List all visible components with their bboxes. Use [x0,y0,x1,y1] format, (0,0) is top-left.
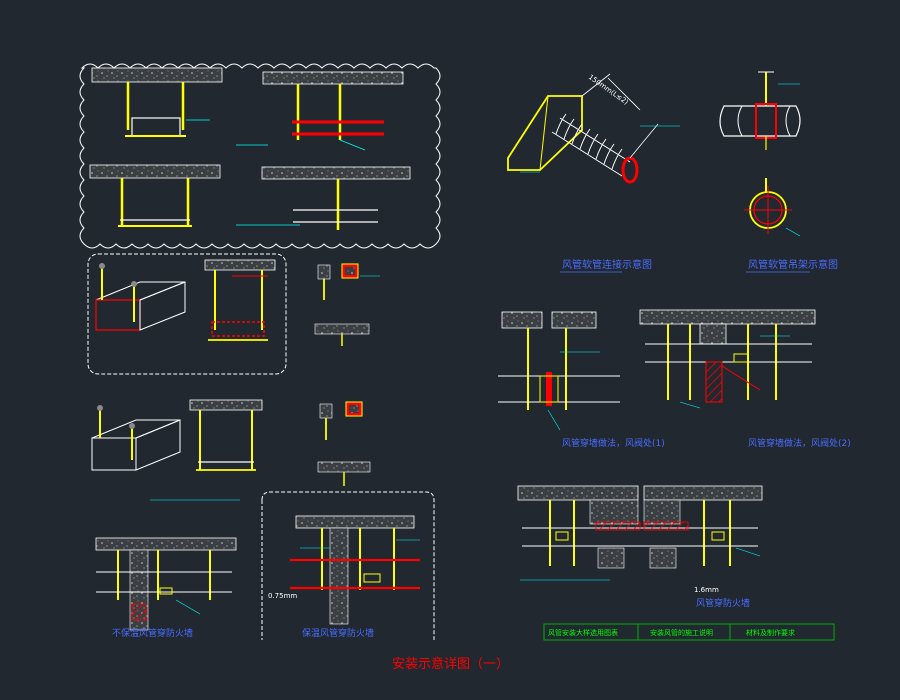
detail-group-isometric-duct-2 [91,399,263,501]
detail-group-ceiling-hangers [79,63,441,249]
sheet-title: 安装示意详图（一） [392,656,509,672]
detail-group-firewall-insulated [261,491,435,640]
detail-group-clips-upper [314,263,380,346]
caption-bottom-mid: 保温风管穿防火墙 [302,627,374,639]
detail-group-duct-wall-2 [639,309,816,409]
detail-group-duct-wall-1 [498,311,620,431]
notes-table: 风管安装大样选用图表 安装风管的施工说明 材料及制作要求 [543,623,835,641]
caption-bottom-left: 不保温风管穿防火墙 [112,627,193,639]
notes-table-cell-1: 风管安装大样选用图表 [548,628,618,637]
caption-duct-wall-1: 风管穿墙做法，风阀处(1) [562,437,665,449]
detail-group-clips-lower [317,401,371,486]
caption-round-hanger: 风管软管吊架示意图 [748,258,838,271]
caption-bottom-right: 风管穿防火墙 [696,597,750,609]
caption-flex-duct: 风管软管连接示意图 [562,258,652,271]
detail-group-firewall-uninsulated [95,537,237,631]
detail-group-firewall [517,485,763,581]
notes-table-cell-3: 材料及制作要求 [746,628,795,637]
caption-duct-wall-2: 风管穿墙做法，风阀处(2) [748,437,851,449]
detail-group-round-hanger [719,71,801,237]
dim-steel-a: 0.75mm [268,592,297,600]
notes-table-cell-2: 安装风管的施工说明 [650,628,713,637]
dim-steel-b: 1.6mm [694,586,719,594]
detail-group-isometric-duct [87,253,287,375]
detail-group-flex-duct: 150mm(L≤2) [507,73,680,184]
